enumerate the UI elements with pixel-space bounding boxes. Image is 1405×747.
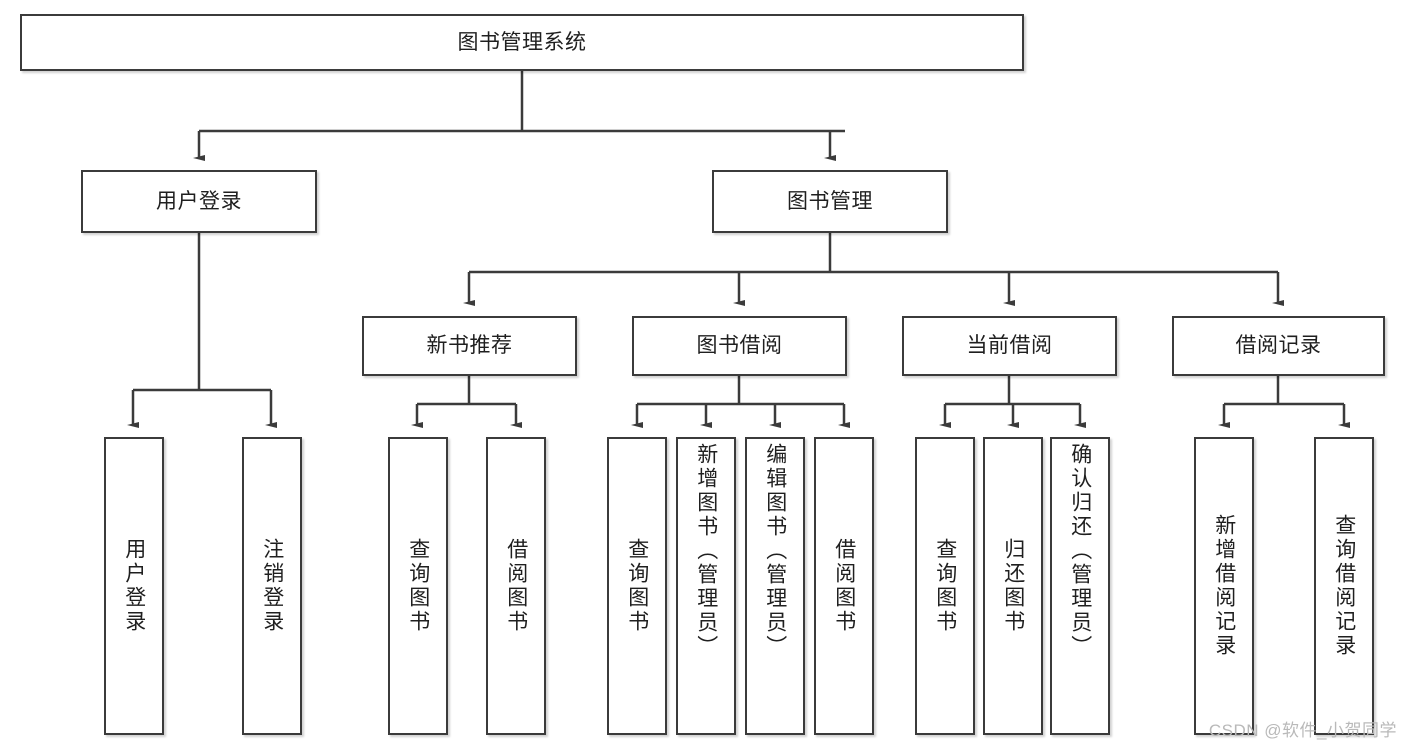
node-leaf-current-borrow-confirm-return[interactable]: 确认归还（管理员）	[1050, 437, 1110, 735]
node-leaf-borrow-record-add[interactable]: 新增借阅记录	[1194, 437, 1254, 735]
node-user-login[interactable]: 用户登录	[81, 170, 317, 233]
node-leaf-book-borrow-edit[interactable]: 编辑图书（管理员）	[745, 437, 805, 735]
node-label: 查询图书	[625, 538, 649, 634]
node-label: 编辑图书（管理员）	[763, 443, 787, 659]
node-leaf-user-login-login[interactable]: 用户登录	[104, 437, 164, 735]
node-leaf-book-borrow-borrow[interactable]: 借阅图书	[814, 437, 874, 735]
node-book-borrow[interactable]: 图书借阅	[632, 316, 847, 376]
node-label: 图书管理	[787, 189, 873, 213]
node-new-book-recommend[interactable]: 新书推荐	[362, 316, 577, 376]
node-label: 查询图书	[406, 538, 430, 634]
node-leaf-book-borrow-query[interactable]: 查询图书	[607, 437, 667, 735]
node-root-book-management-system[interactable]: 图书管理系统	[20, 14, 1024, 71]
node-leaf-user-login-logout[interactable]: 注销登录	[242, 437, 302, 735]
node-leaf-current-borrow-query[interactable]: 查询图书	[915, 437, 975, 735]
node-label: 新增借阅记录	[1212, 514, 1236, 658]
node-leaf-new-book-query[interactable]: 查询图书	[388, 437, 448, 735]
node-label: 借阅图书	[832, 538, 856, 634]
node-label: 图书借阅	[696, 334, 783, 358]
node-label: 查询图书	[933, 538, 957, 634]
node-label: 注销登录	[260, 538, 284, 634]
node-leaf-book-borrow-add[interactable]: 新增图书（管理员）	[676, 437, 736, 735]
node-leaf-new-book-borrow[interactable]: 借阅图书	[486, 437, 546, 735]
csdn-watermark: CSDN @软件_小贺同学	[1208, 721, 1397, 740]
node-label: 查询借阅记录	[1332, 514, 1356, 658]
node-leaf-borrow-record-query[interactable]: 查询借阅记录	[1314, 437, 1374, 735]
node-label: 新增图书（管理员）	[694, 443, 718, 659]
node-label: 归还图书	[1001, 538, 1025, 634]
node-book-management[interactable]: 图书管理	[712, 170, 948, 233]
node-label: 确认归还（管理员）	[1068, 443, 1092, 659]
node-leaf-current-borrow-return[interactable]: 归还图书	[983, 437, 1043, 735]
node-borrow-record[interactable]: 借阅记录	[1172, 316, 1385, 376]
node-current-borrow[interactable]: 当前借阅	[902, 316, 1117, 376]
node-label: 用户登录	[122, 538, 146, 634]
node-label: 用户登录	[156, 189, 242, 213]
node-label: 借阅图书	[504, 538, 528, 634]
node-label: 新书推荐	[426, 334, 513, 358]
node-label: 图书管理系统	[457, 30, 587, 54]
node-label: 借阅记录	[1235, 334, 1322, 358]
node-label: 当前借阅	[966, 334, 1053, 358]
